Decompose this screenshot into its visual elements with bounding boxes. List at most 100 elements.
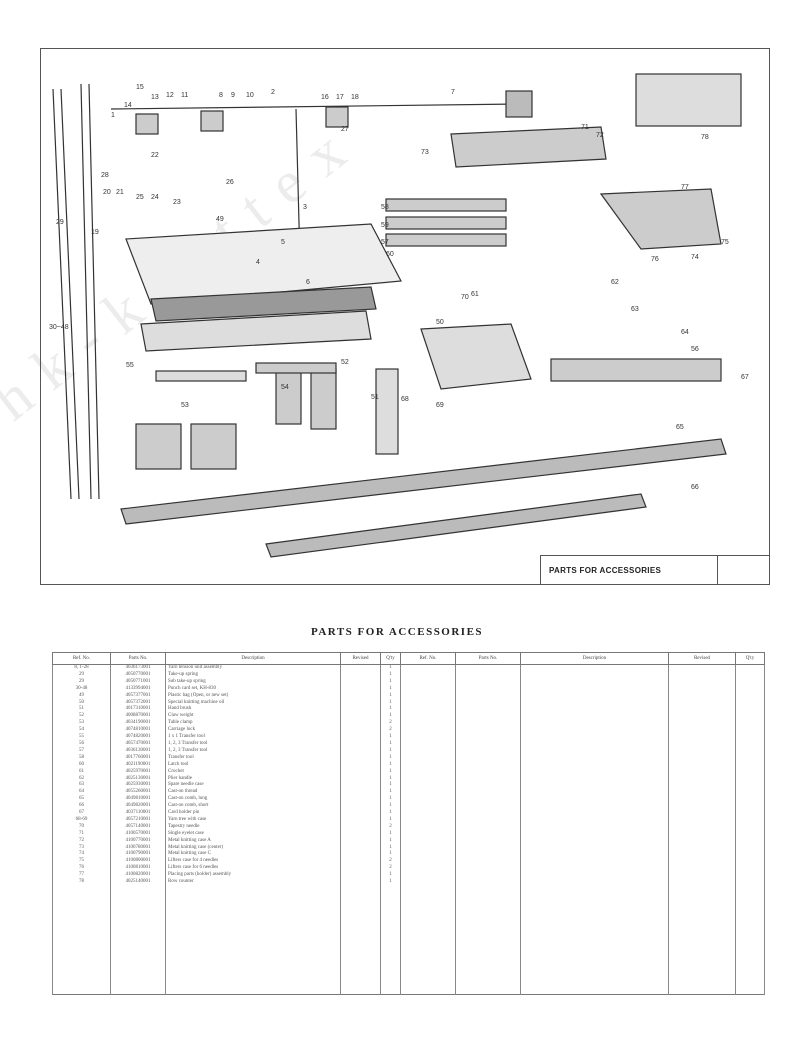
cell-part: 4074810001 [125, 727, 151, 733]
cell-desc: 1 x 1 Transfer tool [168, 734, 205, 740]
callout-label: 2 [271, 89, 275, 96]
callout-label: 29 [56, 219, 64, 226]
cell-part: 4057372001 [125, 699, 151, 705]
cell-part: 4025930001 [125, 782, 151, 788]
column-header: Parts No. [110, 652, 166, 665]
cell-ref: 65 [79, 796, 84, 802]
cell-part: 4133994001 [125, 685, 151, 691]
cell-qty: 1 [389, 879, 392, 885]
callout-label: 64 [681, 329, 689, 336]
cell-desc: Cast-on comb, long [168, 796, 208, 802]
callout-label: 9 [231, 92, 235, 99]
cell-ref: 64 [79, 789, 84, 795]
callout-label: 26 [226, 179, 234, 186]
callout-label: 21 [116, 189, 124, 196]
cell-qty: 1 [389, 768, 392, 774]
cell-part: 4050770001 [125, 671, 151, 677]
cell-desc: Metal knitting case A [168, 837, 211, 843]
cell-qty: 1 [389, 782, 392, 788]
diagram-caption-box: PARTS FOR ACCESSORIES [540, 555, 770, 585]
cell-ref: 73 [79, 844, 84, 850]
cell-part: 4100820001 [125, 872, 151, 878]
cell-desc: Latch tool [168, 761, 189, 767]
cell-desc: Metal knitting case (center) [168, 844, 224, 850]
cell-desc: Card holder pin [168, 810, 200, 816]
cell-qty: 1 [389, 775, 392, 781]
callout-label: 72 [596, 132, 604, 139]
cell-ref: 74 [79, 851, 84, 857]
cell-desc: 1, 2, 3 Transfer tool [168, 747, 208, 753]
callout-label: 23 [173, 199, 181, 206]
cell-ref: 70 [79, 823, 84, 829]
callout-label: 7 [451, 89, 455, 96]
cell-ref: 66 [79, 803, 84, 809]
callout-label: 1 [111, 112, 115, 119]
cell-part: 4017310001 [125, 706, 151, 712]
callout-label: 50 [436, 319, 444, 326]
cell-qty: 2 [389, 823, 392, 829]
cell-part: 4100790001 [125, 851, 151, 857]
cell-ref: 77 [79, 872, 84, 878]
cell-ref: 68-69 [75, 816, 88, 822]
column-header: Q'ty [380, 652, 401, 665]
cell-qty: 1 [389, 872, 392, 878]
cell-desc: Take-up spring [168, 671, 199, 677]
cell-qty: 1 [389, 678, 392, 684]
cell-desc: Lifters case for 4 needles [168, 858, 219, 864]
cell-desc: Metal knitting case C [168, 851, 211, 857]
cell-part: 4049810001 [125, 796, 151, 802]
callout-label: 25 [136, 194, 144, 201]
cell-part: 4057377001 [125, 692, 151, 698]
cell-part: 4100800001 [125, 858, 151, 864]
cell-desc: Yarn tension unit assembly [168, 665, 223, 670]
cell-desc: Crochet [168, 768, 184, 774]
cell-qty: 2 [389, 720, 392, 726]
cell-part: 4057140001 [125, 823, 151, 829]
callout-label: 63 [631, 306, 639, 313]
cell-ref: 76 [79, 865, 84, 871]
callout-label: 69 [436, 402, 444, 409]
callout-label: 65 [676, 424, 684, 431]
callout-label: 54 [281, 384, 289, 391]
column-header: Ref. No. [52, 652, 111, 665]
callout-label: 4 [256, 259, 260, 266]
column-header: Q'ty [735, 652, 765, 665]
callout-label: 6 [306, 279, 310, 286]
callout-label: 57 [381, 239, 389, 246]
cell-part: 4008870001 [125, 713, 151, 719]
callout-label: 74 [691, 254, 699, 261]
callout-label: 68 [401, 396, 409, 403]
cell-desc: Punch card set, KH-830 [168, 685, 217, 691]
callout-label: 66 [691, 484, 699, 491]
callout-label: 62 [611, 279, 619, 286]
callout-label: 70 [461, 294, 469, 301]
cell-ref: 67 [79, 810, 84, 816]
cell-desc: Table clamp [168, 720, 193, 726]
cell-qty: 1 [389, 734, 392, 740]
callout-label: 18 [351, 94, 359, 101]
callout-label: 5 [281, 239, 285, 246]
cell-qty: 2 [389, 727, 392, 733]
cell-qty: 1 [389, 830, 392, 836]
cell-qty: 1 [389, 665, 392, 670]
callout-label: 16 [321, 94, 329, 101]
cell-desc: Special knitting machine oil [168, 699, 225, 705]
column-revised [668, 664, 736, 995]
callout-label: 19 [91, 229, 99, 236]
callout-label: 13 [151, 94, 159, 101]
diagram-caption: PARTS FOR ACCESSORIES [541, 556, 718, 584]
cell-qty: 1 [389, 671, 392, 677]
cell-desc: Cast-on thread [168, 789, 198, 795]
cell-qty: 1 [389, 844, 392, 850]
cell-qty: 1 [389, 740, 392, 746]
cell-qty: 2 [389, 865, 392, 871]
callout-label: 17 [336, 94, 344, 101]
callout-label: 51 [371, 394, 379, 401]
cell-ref: 51 [79, 706, 84, 712]
cell-part: 4025140001 [125, 879, 151, 885]
cell-ref: 30-48 [75, 685, 88, 691]
